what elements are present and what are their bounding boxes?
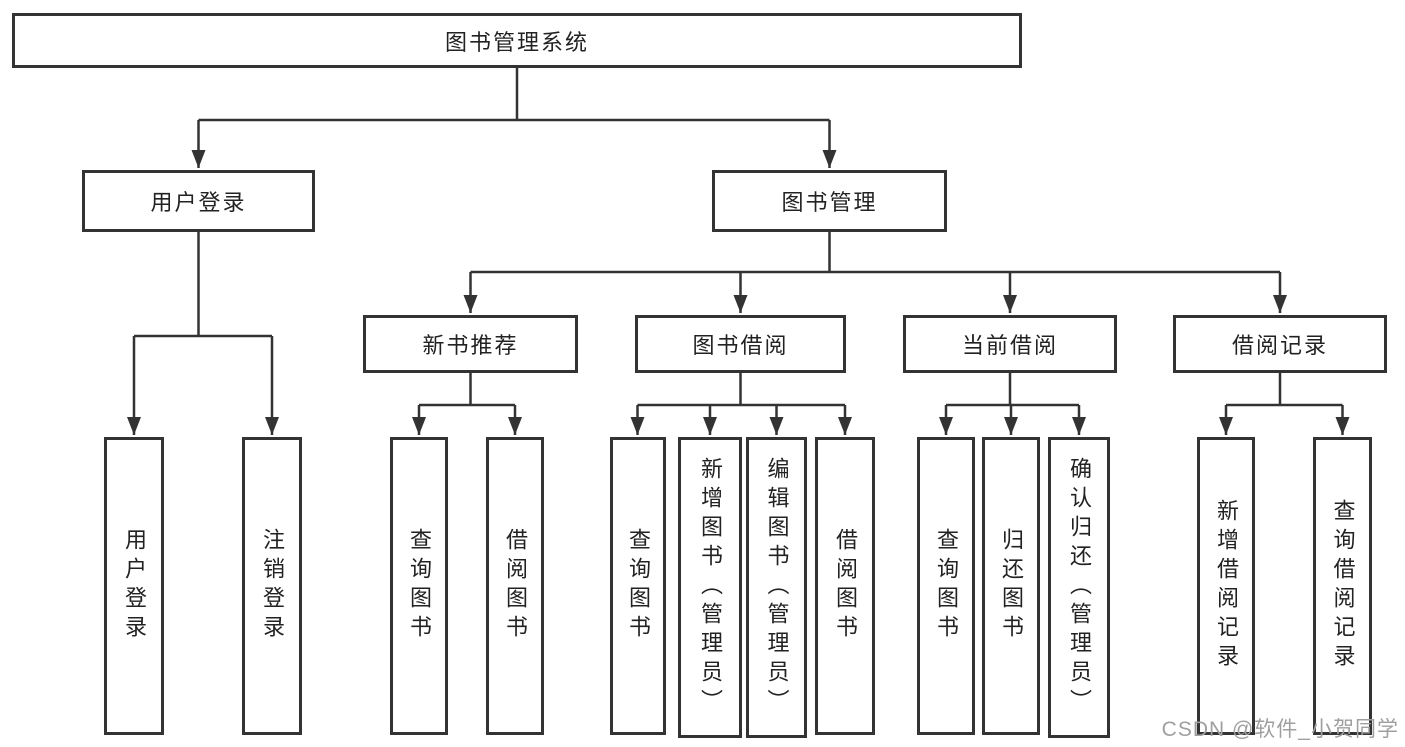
node-label: 图书管理系统 [444,29,589,55]
node-label: 编辑图书（管理员） [764,457,790,718]
leaf-query-borrow-record: 查询借阅记录 [1313,437,1372,735]
node-current-borrow: 当前借阅 [903,315,1117,373]
node-label: 查询借阅记录 [1330,499,1356,673]
leaf-query-books-current: 查询图书 [917,437,975,735]
node-label: 用户登录 [122,528,147,644]
node-label: 图书借阅 [692,333,789,358]
node-label: 图书管理 [781,190,878,215]
node-label: 注销登录 [260,528,285,644]
node-label: 当前借阅 [961,333,1058,358]
node-book-management: 图书管理 [712,170,947,232]
node-new-book-recommend: 新书推荐 [363,315,578,373]
node-label: 新增图书（管理员） [698,457,723,718]
csdn-watermark: CSDN @软件_小贺同学 [1161,718,1399,741]
node-label: 借阅图书 [833,528,858,644]
node-label: 查询图书 [626,528,651,644]
leaf-query-books-borrow: 查询图书 [610,437,666,735]
node-label: 查询图书 [934,528,959,644]
node-label: 用户登录 [150,190,247,215]
leaf-logout: 注销登录 [242,437,302,735]
node-label: 新增借阅记录 [1214,499,1239,673]
node-label: 新书推荐 [422,333,519,358]
leaf-borrow-books-recommend: 借阅图书 [486,437,544,735]
node-label: 借阅记录 [1231,333,1328,358]
leaf-query-books-recommend: 查询图书 [390,437,448,735]
leaf-add-books-admin: 新增图书（管理员） [678,437,742,738]
leaf-edit-books-admin: 编辑图书（管理员） [746,437,807,738]
node-label: 归还图书 [999,528,1024,644]
node-user-login: 用户登录 [82,170,315,232]
node-label: 确认归还（管理员） [1067,457,1092,718]
leaf-return-books: 归还图书 [982,437,1040,735]
node-borrow-records: 借阅记录 [1173,315,1387,373]
leaf-confirm-return-admin: 确认归还（管理员） [1048,437,1110,738]
leaf-borrow-books: 借阅图书 [815,437,875,735]
node-book-borrow: 图书借阅 [635,315,846,373]
node-library-management-system: 图书管理系统 [12,13,1022,68]
node-label: 查询图书 [407,528,432,644]
leaf-add-borrow-record: 新增借阅记录 [1197,437,1255,735]
leaf-user-login: 用户登录 [104,437,164,735]
node-label: 借阅图书 [503,528,528,644]
